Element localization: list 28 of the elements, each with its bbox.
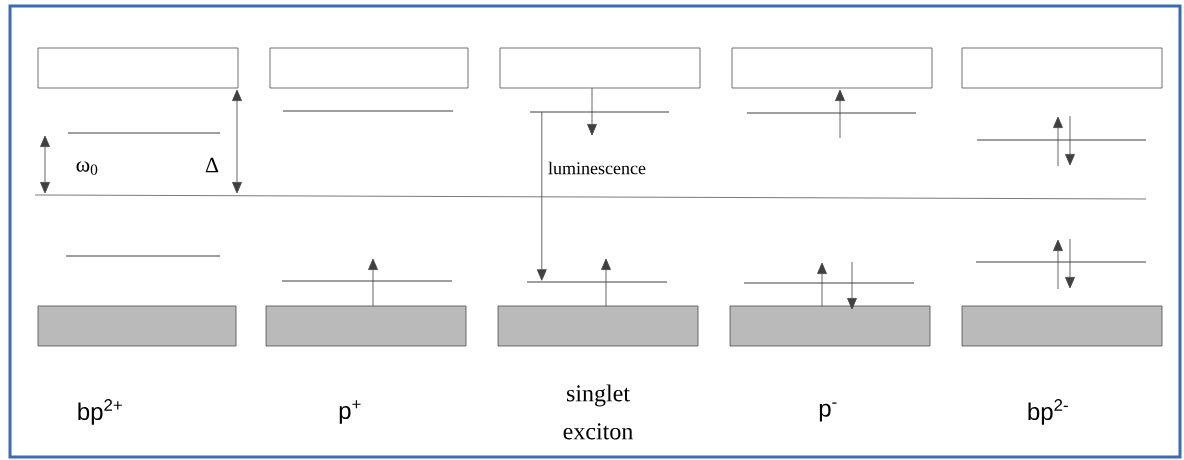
edge-label: luminescence	[548, 161, 646, 175]
column-label: singlet exciton	[563, 384, 633, 440]
conduction-band-box	[269, 47, 469, 89]
valence-band-bar	[265, 305, 467, 347]
column-label: bp$^{2-}$	[1028, 399, 1068, 425]
energy-level-line	[282, 280, 452, 282]
valence-band-bar	[729, 305, 931, 347]
energy-level-line	[283, 110, 453, 112]
valence-band-bar	[37, 305, 237, 347]
valence-band-bar	[961, 305, 1163, 347]
column-label: p$^{+}$	[339, 400, 361, 424]
conduction-band-box	[499, 47, 701, 89]
energy-level-line	[66, 255, 220, 257]
conduction-band-box	[37, 47, 239, 89]
arrow	[536, 111, 547, 281]
column-label: bp$^{2+}$	[78, 399, 122, 425]
conduction-band-box	[731, 47, 933, 89]
symbol-label: Δ	[205, 157, 219, 173]
energy-level-line	[747, 112, 916, 114]
energy-level-line	[977, 139, 1146, 141]
valence-band-bar	[497, 305, 699, 347]
conduction-band-box	[961, 47, 1163, 89]
energy-level-line	[976, 261, 1146, 263]
energy-level-line	[744, 282, 914, 284]
energy-level-line	[530, 111, 669, 113]
symbol-label: ω$_{0}$	[76, 161, 98, 175]
column-label: p$^{-}$	[819, 402, 837, 422]
energy-level-line	[68, 132, 220, 134]
